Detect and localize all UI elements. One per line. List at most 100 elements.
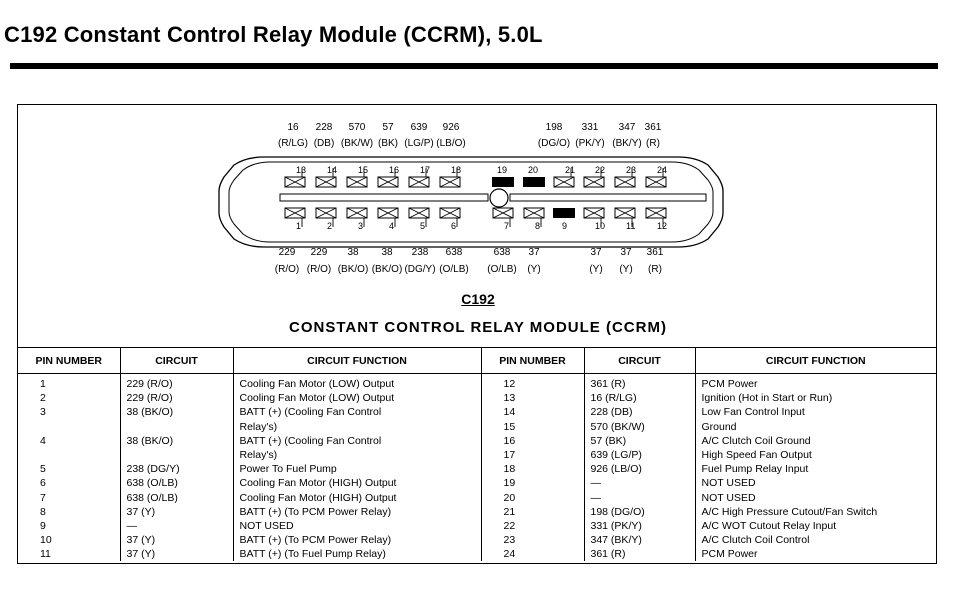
wire-circuit-label: 361 [647,247,664,258]
pin-number-cell: 3 [18,405,121,420]
circuit-cell: 570 (BK/W) [584,419,696,434]
pin-number-label: 19 [497,165,507,175]
pin-number-cell: 19 [481,476,585,491]
pin-number-label: 18 [451,165,461,175]
pin-number-cell: 14 [481,405,585,420]
pin-cavity [408,176,430,188]
circuit-function-cell: Ignition (Hot in Start or Run) [701,392,833,405]
pin-number-cell: 10 [18,533,121,548]
pin-cavity [523,207,545,219]
wire-circuit-label: 331 [582,122,599,133]
pin-number-cell: 6 [18,476,121,491]
wire-circuit-label: 347 [619,122,636,133]
wire-color-label: (R/O) [275,264,299,275]
pin-number-cell: 18 [481,462,585,477]
wire-circuit-label: 38 [381,247,393,258]
wire-color-label: (BK/Y) [612,138,641,149]
circuit-function-cell: PCM Power [701,548,758,561]
circuit-cell [120,419,234,434]
circuit-function-cell: NOT USED [701,477,756,490]
circuit-function-cell: NOT USED [701,491,756,504]
wire-circuit-label: 37 [528,247,540,258]
pin-table: PIN NUMBER CIRCUIT CIRCUIT FUNCTION PIN … [18,347,936,562]
pin-number-cell: 24 [481,547,585,562]
pin-cavity [492,207,514,219]
circuit-cell [120,447,234,463]
wire-circuit-label: 638 [446,247,463,258]
circuit-cell: — [120,518,234,534]
module-name: CONSTANT CONTROL RELAY MODULE (CCRM) [289,319,667,336]
circuit-function-cell: A/C High Pressure Cutout/Fan Switch [701,505,878,518]
circuit-function-cell: BATT (+) (Cooling Fan Control [233,405,482,420]
wire-color-label: (BK/O) [372,264,403,275]
pin-cavity [439,207,461,219]
table-header-row: PIN NUMBER CIRCUIT CIRCUIT FUNCTION PIN … [18,347,936,374]
pin-number-cell: 9 [18,518,121,534]
pin-cavity [315,176,337,188]
pin-cavity [408,207,430,219]
circuit-cell: 37 (Y) [120,533,234,548]
circuit-function-cell: Cooling Fan Motor (LOW) Output [233,373,482,392]
pin-number-label: 4 [389,221,394,231]
pin-number-label: 14 [327,165,337,175]
pin-cavity [346,176,368,188]
circuit-function-cell: BATT (+) (To Fuel Pump Relay) [233,547,482,562]
wire-circuit-label: 639 [411,122,428,133]
wire-circuit-label: 37 [620,247,632,258]
pin-cavity [439,176,461,188]
pin-cavity [553,176,575,188]
pin-number-cell: 1 [18,373,121,392]
wire-color-label: (PK/Y) [575,138,604,149]
wire-circuit-label: 361 [645,122,662,133]
wire-circuit-label: 198 [546,122,563,133]
pin-cavity [645,176,667,188]
wire-color-label: (BK/O) [338,264,369,275]
circuit-function-cell: A/C Clutch Coil Ground [701,434,811,447]
pin-cavity [645,207,667,219]
circuit-function-cell: BATT (+) (To PCM Power Relay) [233,533,482,548]
pin-number-cell: 12 [481,373,585,392]
header-pin-number: PIN NUMBER [18,347,121,374]
page-title: C192 Constant Control Relay Module (CCRM… [4,22,543,47]
wire-color-label: (R) [648,264,662,275]
connector-inner-outline [228,161,714,243]
wire-circuit-label: 238 [412,247,429,258]
header-circuit-function: CIRCUIT FUNCTION [695,347,936,374]
pin-number-cell: 5 [18,462,121,477]
wire-circuit-label: 38 [347,247,359,258]
wire-color-label: (DB) [314,138,335,149]
circuit-cell: — [584,476,696,491]
header-circuit: CIRCUIT [120,347,234,374]
wire-color-label: (LG/P) [404,138,433,149]
circuit-function-cell: NOT USED [233,518,482,534]
wire-color-label: (Y) [527,264,540,275]
wire-circuit-label: 228 [316,122,333,133]
wire-color-label: (R/LG) [278,138,308,149]
circuit-function-cell: Cooling Fan Motor (LOW) Output [233,391,482,406]
pin-number-label: 20 [528,165,538,175]
pin-number-cell: 8 [18,504,121,519]
wire-color-label: (LB/O) [436,138,465,149]
pin-number-cell: 16 [481,433,585,448]
wire-color-label: (DG/Y) [404,264,435,275]
wire-color-label: (R/O) [307,264,331,275]
wire-circuit-label: 37 [590,247,602,258]
circuit-function-cell: A/C WOT Cutout Relay Input [701,519,837,532]
pin-number-label: 6 [451,221,456,231]
circuit-cell: 16 (R/LG) [584,391,696,406]
circuit-cell: 57 (BK) [584,433,696,448]
pin-number-cell: 17 [481,447,585,463]
pin-number-label: 16 [389,165,399,175]
pin-number-label: 3 [358,221,363,231]
pin-cavity [614,207,636,219]
pin-number-label: 2 [327,221,332,231]
circuit-function-cell: BATT (+) (To PCM Power Relay) [233,504,482,519]
wire-circuit-label: 926 [443,122,460,133]
